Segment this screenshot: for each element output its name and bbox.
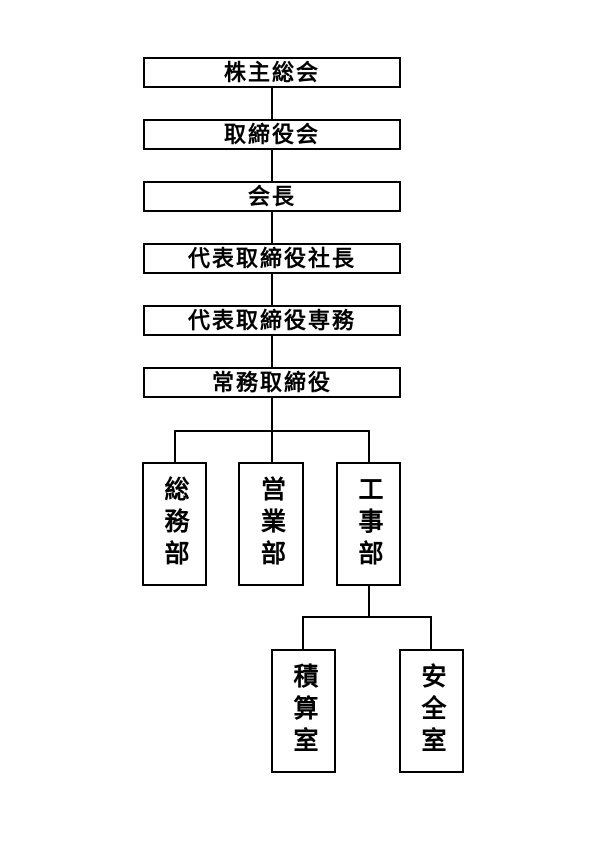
connector-line [430,618,432,649]
org-node-general-affairs-dept: 総務部 [142,462,207,586]
org-node-chairman: 会長 [143,181,401,212]
org-node-label: 会長 [247,183,296,209]
org-node-safety-office: 安全室 [399,649,464,773]
connector-line [271,336,273,367]
org-node-label: 工事部 [355,476,383,572]
org-node-representative-director-senior-managing: 代表取締役専務 [143,305,401,336]
connector-line [368,586,370,616]
org-node-construction-dept: 工事部 [336,462,401,586]
connector-rail [174,430,370,432]
org-node-shareholders-meeting: 株主総会 [143,57,401,88]
connector-line [271,274,273,305]
org-node-estimation-office: 積算室 [271,649,336,773]
connector-line [174,432,176,462]
org-node-label: 積算室 [290,663,318,759]
connector-line [271,212,273,243]
connector-line [271,432,273,462]
connector-line [302,618,304,649]
org-node-label: 総務部 [161,476,189,572]
connector-line [368,432,370,462]
connector-line [271,88,273,119]
org-node-label: 株主総会 [223,59,320,85]
org-node-sales-dept: 営業部 [238,462,304,586]
org-node-label: 代表取締役専務 [187,307,356,333]
org-node-representative-director-president: 代表取締役社長 [143,243,401,274]
org-node-board-of-directors: 取締役会 [143,119,401,150]
org-node-label: 安全室 [418,663,446,759]
connector-line [271,150,273,181]
org-node-label: 代表取締役社長 [187,245,356,271]
org-node-managing-director: 常務取締役 [143,367,401,398]
connector-rail [302,616,432,618]
org-node-label: 取締役会 [223,121,320,147]
connector-line [271,398,273,430]
org-node-label: 営業部 [257,476,286,572]
org-node-label: 常務取締役 [211,369,332,395]
